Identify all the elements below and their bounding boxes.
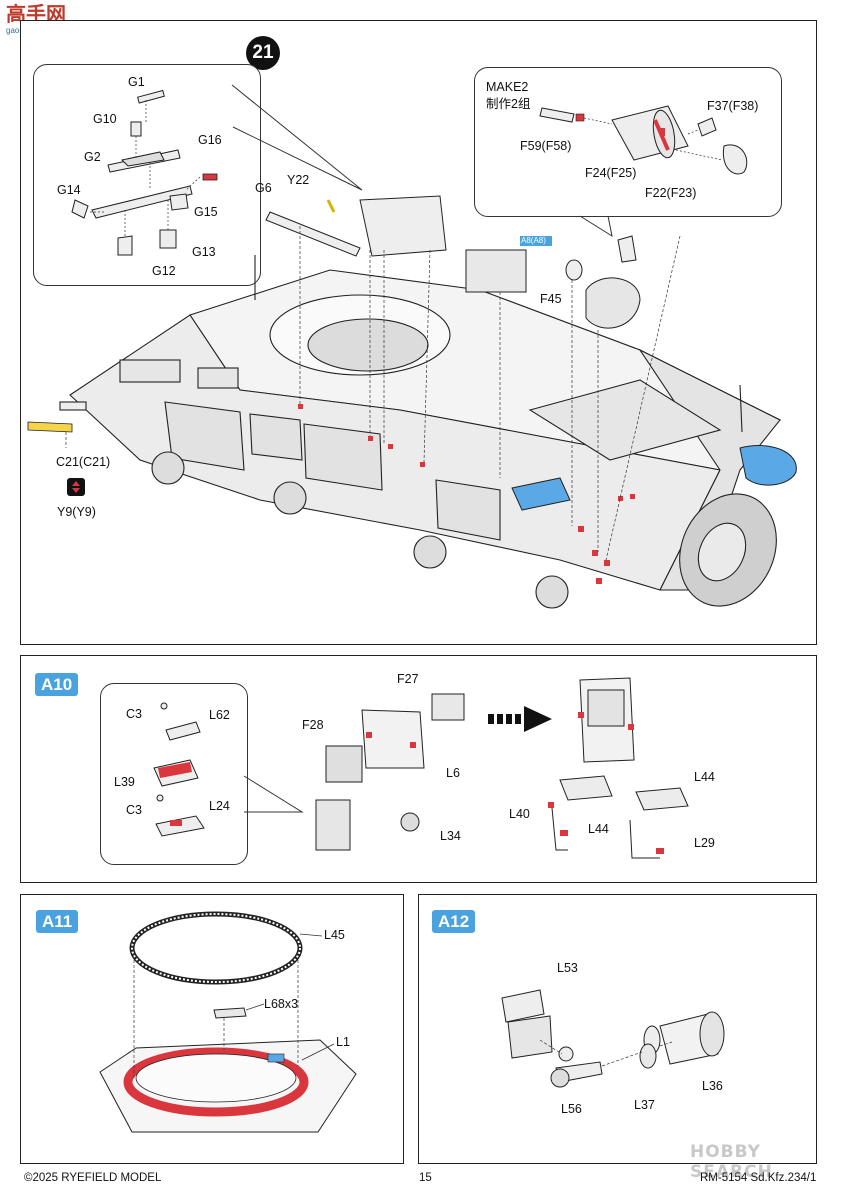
label-y9: Y9(Y9) bbox=[57, 505, 96, 519]
a10-label-c3-top: C3 bbox=[126, 707, 142, 721]
watermark-corner: HOBBY SEARCH bbox=[690, 1142, 773, 1182]
label-g14: G14 bbox=[57, 183, 81, 197]
label-g10: G10 bbox=[93, 112, 117, 126]
a10-tag: A10 bbox=[35, 673, 79, 696]
a10-label-l44-left: L44 bbox=[588, 822, 609, 836]
a11-label-l68x3: L68x3 bbox=[264, 997, 299, 1011]
label-g1: G1 bbox=[128, 75, 145, 89]
a10-label-l29: L29 bbox=[694, 836, 715, 850]
label-f37: F37(F38) bbox=[707, 99, 759, 113]
a10-label-l24: L24 bbox=[209, 799, 230, 813]
label-f24: F24(F25) bbox=[585, 166, 637, 180]
footer-copyright: ©2025 RYEFIELD MODEL bbox=[24, 1172, 162, 1184]
a10-label-l6: L6 bbox=[446, 766, 460, 780]
label-g16: G16 bbox=[198, 133, 222, 147]
label-g2: G2 bbox=[84, 150, 101, 164]
label-y22: Y22 bbox=[287, 173, 310, 187]
label-a8: A8(A8) bbox=[521, 236, 546, 245]
label-g15: G15 bbox=[194, 205, 218, 219]
footer-model: RM-5154 Sd.Kfz.234/1 bbox=[700, 1172, 817, 1184]
label-f59: F59(F58) bbox=[520, 139, 572, 153]
a12-label-l53: L53 bbox=[557, 961, 578, 975]
a10-label-l44-right: L44 bbox=[694, 770, 715, 784]
a12-label-l56: L56 bbox=[561, 1102, 582, 1116]
step-number: 21 bbox=[246, 36, 280, 70]
a10-label-f28: F28 bbox=[302, 718, 324, 732]
a11-label-l45: L45 bbox=[324, 928, 345, 942]
label-f45: F45 bbox=[540, 292, 562, 306]
label-c21: C21(C21) bbox=[56, 455, 111, 469]
make2-title: MAKE2 bbox=[486, 80, 529, 94]
a10-label-c3-bottom: C3 bbox=[126, 803, 142, 817]
flip-over-icon bbox=[67, 478, 85, 496]
label-g13: G13 bbox=[192, 245, 216, 259]
label-f22: F22(F23) bbox=[645, 186, 697, 200]
watermark-logo-text: 高手网 bbox=[6, 2, 66, 26]
a10-label-f27: F27 bbox=[397, 672, 419, 686]
a11-tag: A11 bbox=[36, 910, 79, 933]
a10-label-l62: L62 bbox=[209, 708, 230, 722]
a10-label-l34: L34 bbox=[440, 829, 461, 843]
a12-panel bbox=[418, 894, 817, 1164]
footer-page-number: 15 bbox=[419, 1172, 432, 1184]
label-g12: G12 bbox=[152, 264, 176, 278]
a12-label-l37: L37 bbox=[634, 1098, 655, 1112]
label-g6: G6 bbox=[255, 181, 272, 195]
a10-label-l40: L40 bbox=[509, 807, 530, 821]
a11-label-l1: L1 bbox=[336, 1035, 350, 1049]
make2-title-cn: 制作2组 bbox=[486, 97, 531, 111]
a10-label-l39: L39 bbox=[114, 775, 135, 789]
a12-tag: A12 bbox=[432, 910, 476, 933]
a12-label-l36: L36 bbox=[702, 1079, 723, 1093]
